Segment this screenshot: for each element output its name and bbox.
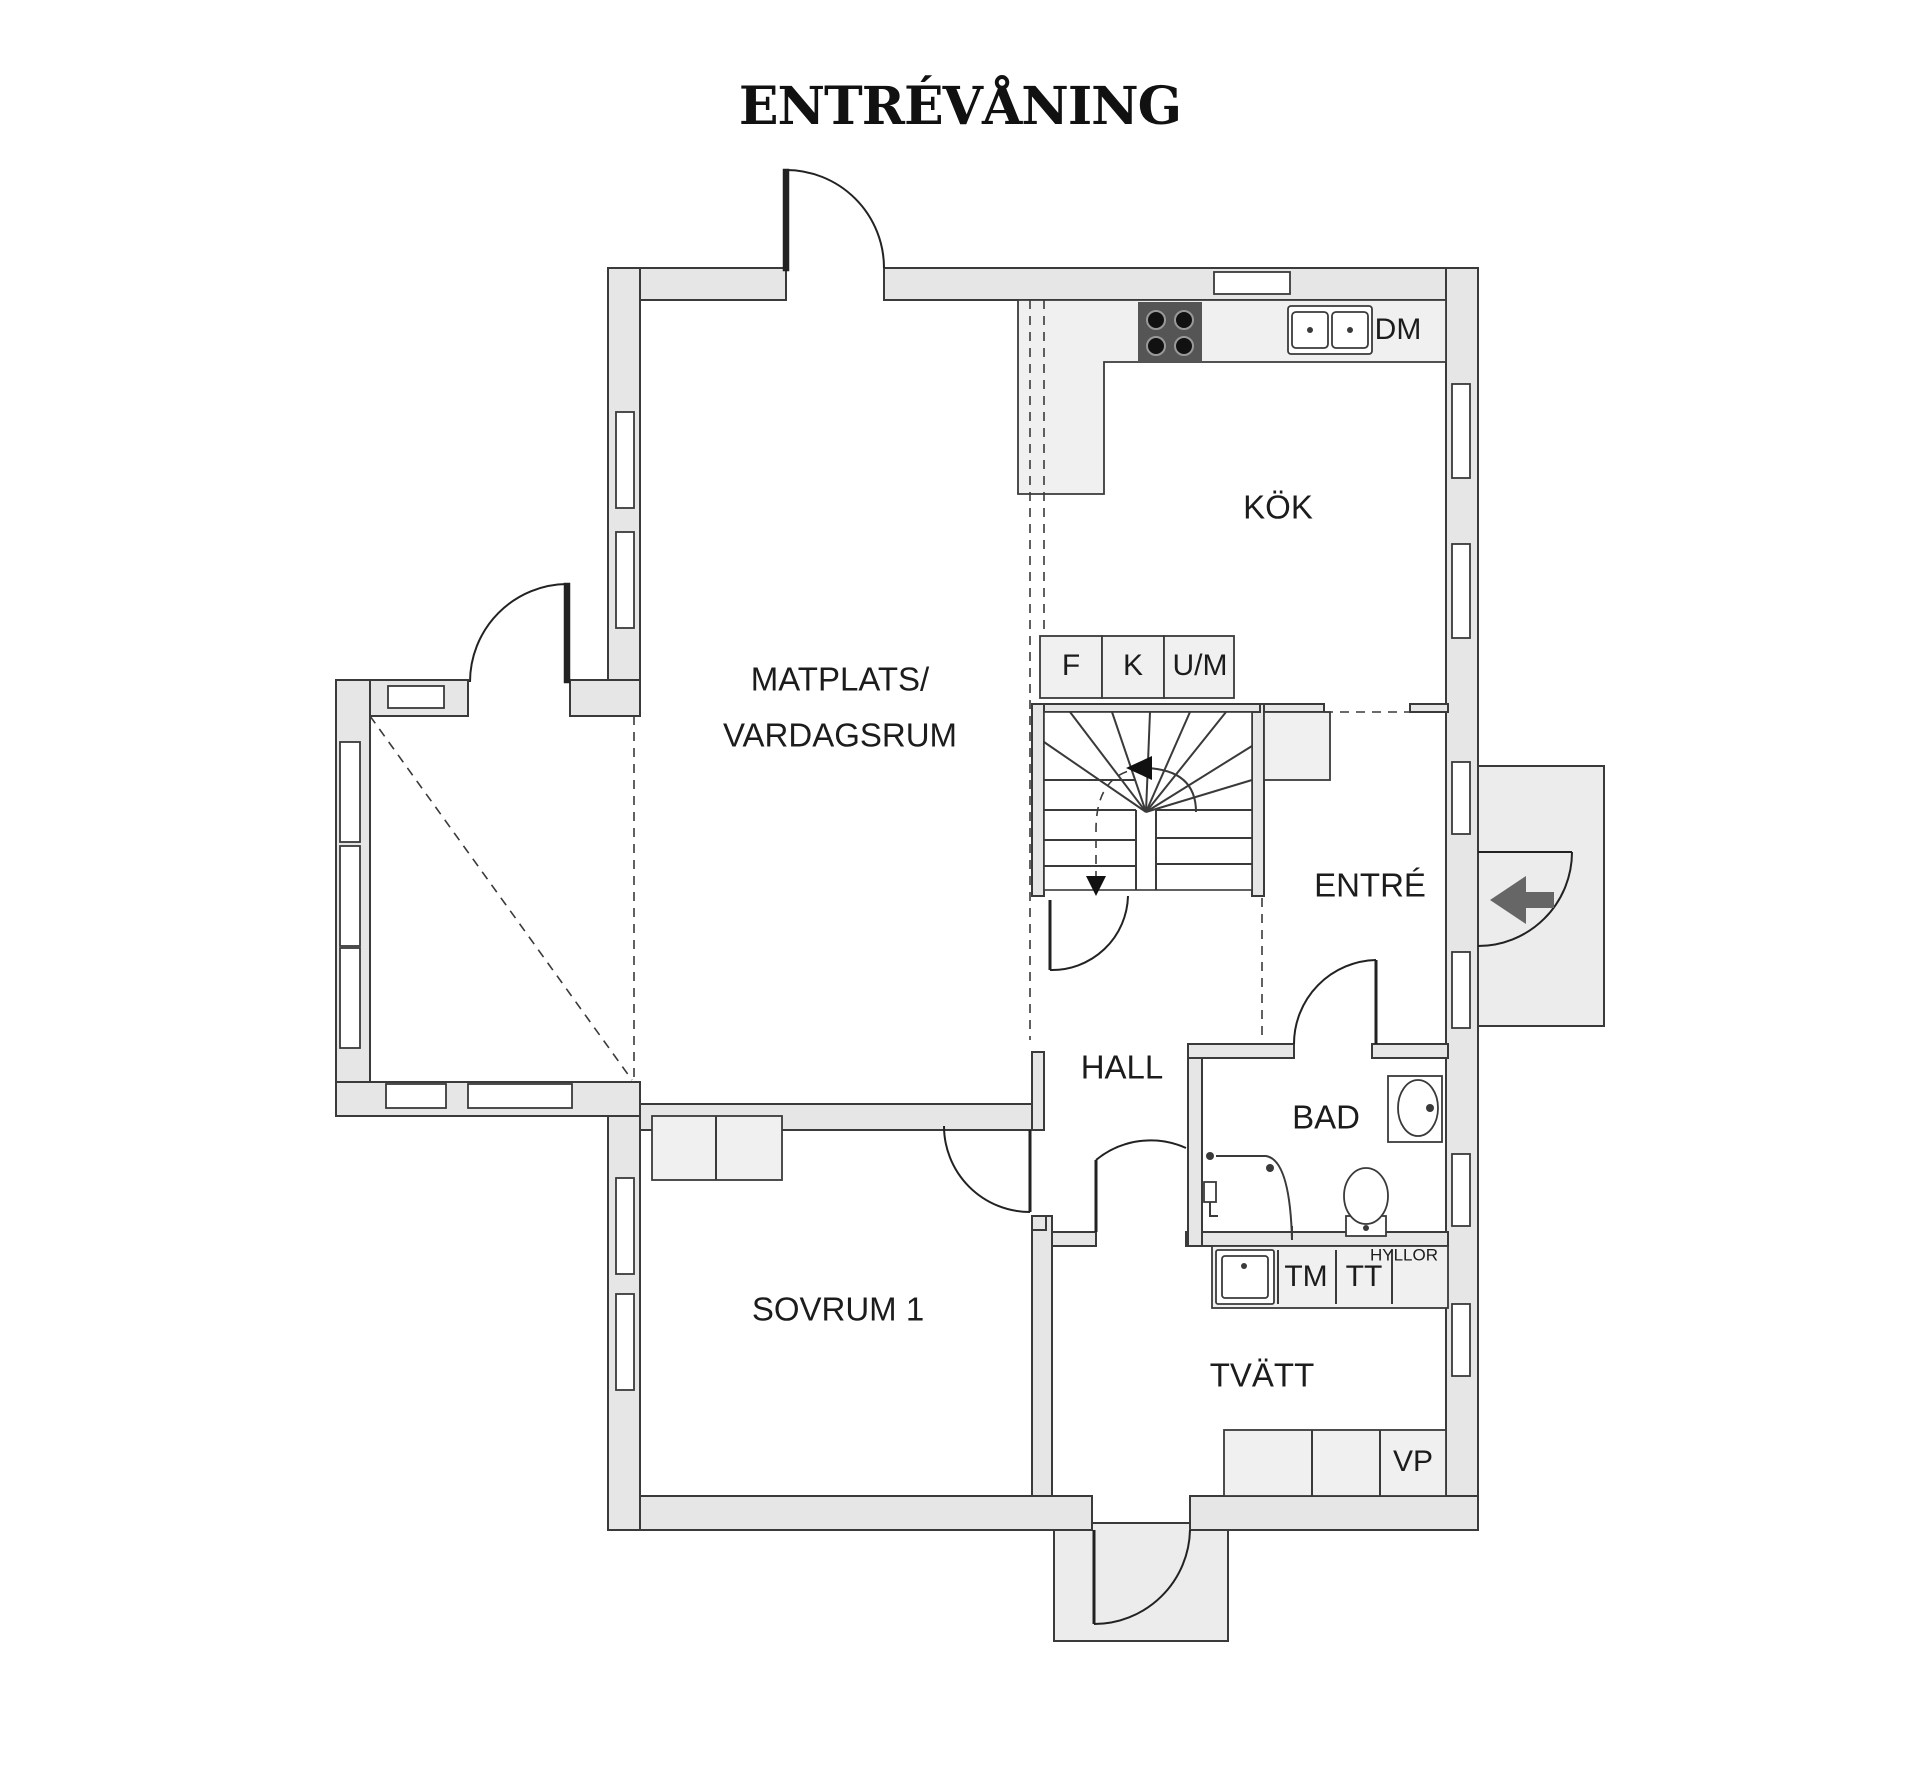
room-hall: HALL: [1081, 1049, 1164, 1086]
entry-arrow-icon: [1490, 876, 1554, 924]
dm-label: DM: [1375, 313, 1422, 346]
room-sovrum: SOVRUM 1: [752, 1291, 924, 1328]
room-kok: KÖK: [1243, 489, 1313, 526]
tm-label: TM: [1284, 1260, 1327, 1293]
room-matplats-line1: MATPLATS/: [751, 661, 930, 698]
room-matplats-line2: VARDAGSRUM: [723, 717, 957, 754]
entry-closet: [1263, 711, 1331, 781]
floor-title: ENTRÉVÅNING: [738, 76, 1182, 137]
zone-lines: [369, 300, 1410, 1081]
k-cabinet: [1101, 635, 1165, 699]
tvatt-cabinets: [1223, 1429, 1447, 1497]
kitchen-sink: [1287, 305, 1373, 355]
um-cabinet: [1163, 635, 1235, 699]
doors: [469, 168, 1573, 1625]
laundry-sink: [1215, 1249, 1275, 1305]
f-label: F: [1062, 649, 1080, 682]
k-label: K: [1123, 649, 1143, 682]
room-tvatt: TVÄTT: [1210, 1357, 1315, 1394]
shower: [1203, 1152, 1293, 1241]
vp-label: VP: [1393, 1445, 1433, 1478]
um-label: U/M: [1173, 649, 1228, 682]
room-entre: ENTRÉ: [1314, 867, 1426, 904]
windows: [339, 271, 1471, 1391]
staircase: [1043, 711, 1253, 896]
bath-sink: [1387, 1075, 1443, 1143]
toilet: [1343, 1167, 1389, 1237]
tt-label: TT: [1346, 1260, 1383, 1293]
south-porch: [1053, 1522, 1229, 1642]
walls: [335, 267, 1479, 1531]
stove: [1138, 302, 1202, 362]
room-bad: BAD: [1292, 1099, 1360, 1136]
hyllor-label: HYLLOR: [1370, 1245, 1438, 1264]
